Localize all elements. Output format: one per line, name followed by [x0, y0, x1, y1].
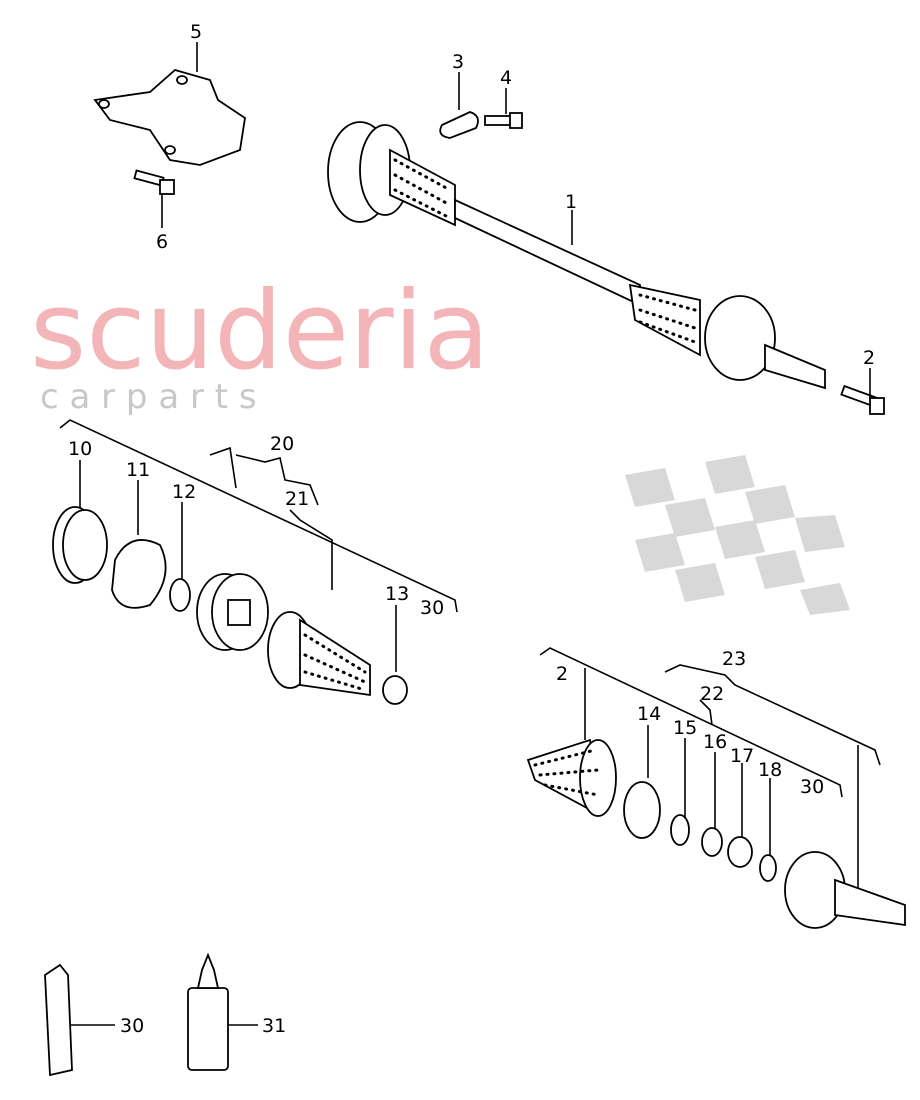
- plate-3[interactable]: [439, 111, 479, 139]
- label-30: 30: [420, 597, 444, 619]
- bolt-4[interactable]: [484, 112, 523, 129]
- label-11: 11: [126, 459, 150, 481]
- label-1: 1: [565, 191, 577, 213]
- label-3: 3: [452, 51, 464, 73]
- circlip-18[interactable]: [759, 854, 777, 882]
- drive-shaft[interactable]: [327, 121, 826, 390]
- label-15: 15: [673, 717, 697, 739]
- outer-joint-23[interactable]: [784, 851, 906, 929]
- label-22: 22: [700, 683, 724, 705]
- heat-shield-bracket[interactable]: [93, 68, 246, 166]
- label-2: 2: [556, 663, 568, 685]
- label-20: 20: [270, 433, 294, 455]
- watermark-sub: c a r p a r t s: [40, 377, 257, 417]
- label-13: 13: [385, 583, 409, 605]
- label-17: 17: [730, 745, 754, 767]
- checkered-flag-icon: [625, 455, 850, 615]
- label-12: 12: [172, 481, 196, 503]
- joint-20[interactable]: [196, 573, 269, 651]
- bolt-2[interactable]: [840, 384, 885, 415]
- label-14: 14: [637, 703, 661, 725]
- cover-10[interactable]: [52, 506, 108, 584]
- label-18: 18: [758, 759, 782, 781]
- label-10: 10: [68, 438, 92, 460]
- label-31: 31: [262, 1015, 286, 1037]
- label-16: 16: [703, 731, 727, 753]
- bottle-31[interactable]: [187, 952, 229, 1071]
- grease-tube-30[interactable]: [44, 963, 73, 1077]
- watermark-brand: scuderia: [30, 269, 490, 394]
- label-30: 30: [800, 776, 824, 798]
- bolt-6[interactable]: [133, 169, 175, 195]
- callout-labels: 5 3 4 6 1 2 10 11 12 20 21 13 30 2 23 22…: [68, 21, 875, 1037]
- label-6: 6: [156, 231, 168, 253]
- clamp-14[interactable]: [623, 781, 661, 839]
- boot-2[interactable]: [526, 738, 617, 817]
- gasket-11[interactable]: [111, 539, 167, 609]
- label-5: 5: [190, 21, 202, 43]
- clamp-13[interactable]: [382, 675, 408, 705]
- spacer-17[interactable]: [727, 836, 753, 868]
- label-2: 2: [863, 347, 875, 369]
- label-23: 23: [722, 648, 746, 670]
- watermark: scuderia c a r p a r t s: [30, 269, 850, 615]
- label-21: 21: [285, 488, 309, 510]
- circlip-15[interactable]: [670, 814, 690, 846]
- circlip-12[interactable]: [169, 578, 191, 612]
- label-30: 30: [120, 1015, 144, 1037]
- boot-21[interactable]: [267, 611, 371, 697]
- ring-16[interactable]: [701, 827, 723, 857]
- label-4: 4: [500, 67, 512, 89]
